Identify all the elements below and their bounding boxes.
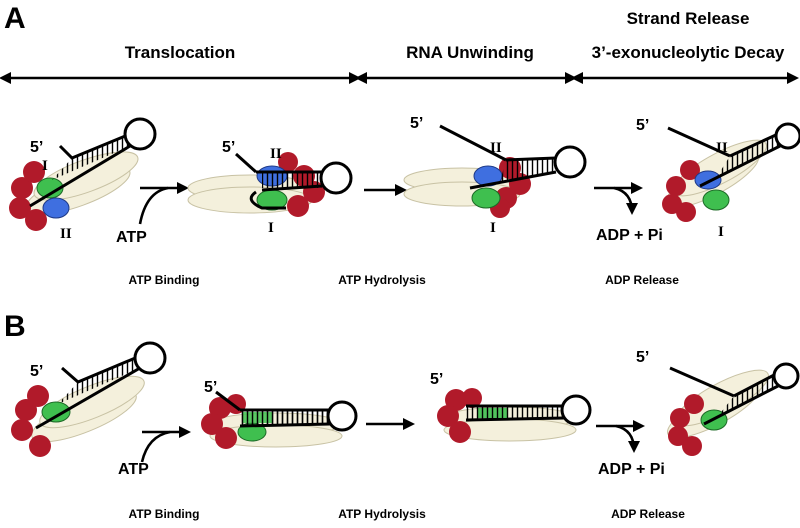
red-subunit xyxy=(449,421,471,443)
rna-hairpin-loop xyxy=(560,394,592,426)
green-domain xyxy=(471,187,501,209)
red-subunit xyxy=(201,413,223,435)
rna-hairpin-loop xyxy=(774,122,800,150)
rna-hairpin-loop xyxy=(319,161,353,195)
red-subunit xyxy=(462,388,482,408)
step-atp-binding: ATP Binding xyxy=(129,273,200,287)
end-label-5prime: 5’ xyxy=(430,371,443,388)
red-subunit xyxy=(666,176,686,196)
atp-label: ATP xyxy=(118,461,149,478)
domain-label-ii: II xyxy=(60,226,72,242)
adp-label: ADP + Pi xyxy=(596,227,663,244)
rna-duplex-stem xyxy=(58,356,140,404)
green-domain xyxy=(702,189,730,211)
step-atp-binding: ATP Binding xyxy=(129,507,200,521)
rna-3-strand xyxy=(469,170,557,190)
step-atp-hydrolysis: ATP Hydrolysis xyxy=(338,507,426,521)
adp-release-curve xyxy=(613,186,638,215)
rna-3-strand xyxy=(703,384,779,426)
rna-3-overhang xyxy=(249,190,286,210)
atp-label: ATP xyxy=(116,229,147,246)
red-subunit xyxy=(668,426,688,446)
red-subunit xyxy=(684,394,704,414)
end-label-5prime: 5’ xyxy=(204,379,217,396)
rna-3-strand xyxy=(35,366,141,430)
atp-join-curve xyxy=(138,186,169,225)
domain-label-i: I xyxy=(42,158,48,174)
adp-release-curve xyxy=(615,424,640,453)
domain-label-i: I xyxy=(268,220,274,236)
rna-hairpin-loop xyxy=(123,117,157,151)
red-subunit xyxy=(437,405,459,427)
blue-domain xyxy=(42,197,70,219)
phase-strand-release: Strand Release xyxy=(627,9,750,28)
panel-b-state-1: 5’ xyxy=(11,341,167,457)
step-adp-release: ADP Release xyxy=(605,273,679,287)
panel-a-state-3: 5’ II I xyxy=(403,115,587,236)
end-label-5prime: 5’ xyxy=(410,115,423,132)
domain-label-ii: II xyxy=(270,146,282,162)
panel-a-state-1: 5’ I II xyxy=(9,117,157,242)
rna-5-strand xyxy=(439,124,507,162)
red-subunit xyxy=(23,161,45,183)
rna-5-strand xyxy=(669,366,735,398)
panel-b-state-2: 5’ xyxy=(201,379,358,449)
end-label-5prime: 5’ xyxy=(30,139,43,156)
end-label-5prime: 5’ xyxy=(636,349,649,366)
rna-duplex-stem xyxy=(52,134,130,180)
red-subunit xyxy=(9,197,31,219)
phase-rna-unwinding: RNA Unwinding xyxy=(406,43,534,62)
rna-5-strand xyxy=(215,390,241,412)
red-subunit xyxy=(215,427,237,449)
rna-hairpin-loop xyxy=(772,362,800,390)
rna-duplex-stem xyxy=(466,406,564,419)
end-label-5prime: 5’ xyxy=(222,139,235,156)
end-label-5prime: 5’ xyxy=(30,363,43,380)
rna-duplex-stem xyxy=(262,172,322,188)
domain-label-ii: II xyxy=(716,140,728,156)
red-subunit xyxy=(25,209,47,231)
domain-label-i: I xyxy=(718,224,724,240)
red-subunit xyxy=(11,177,33,199)
atp-join-curve xyxy=(140,430,171,463)
red-subunit xyxy=(680,160,700,180)
panel-a-state-2: 5’ II I xyxy=(187,139,353,236)
blue-domain xyxy=(694,170,722,190)
end-label-5prime: 5’ xyxy=(636,117,649,134)
rna-3-strand xyxy=(29,144,131,208)
adp-label: ADP + Pi xyxy=(598,461,665,478)
red-subunit xyxy=(278,152,298,172)
green-domain xyxy=(41,401,71,423)
rna-5-strand xyxy=(667,126,731,158)
phase-decay: 3’-exonucleolytic Decay xyxy=(592,43,785,62)
panel-b-state-3: 5’ xyxy=(430,371,592,443)
panel-b-state-4: 5’ xyxy=(636,349,800,456)
panel-a-state-4: 5’ II I xyxy=(636,117,800,240)
panel-a-letter: A xyxy=(4,2,26,35)
domain-label-i: I xyxy=(490,220,496,236)
red-subunit xyxy=(676,202,696,222)
panel-b-letter: B xyxy=(4,310,26,343)
step-adp-release: ADP Release xyxy=(611,507,685,521)
rna-hairpin-loop xyxy=(553,145,587,179)
red-subunit xyxy=(29,435,51,457)
rna-hairpin-loop xyxy=(133,341,167,375)
rna-hairpin-loop xyxy=(326,400,358,432)
rna-duplex-stem-overlay xyxy=(240,410,330,425)
rna-5-strand xyxy=(234,152,258,174)
phase-translocation: Translocation xyxy=(125,43,236,62)
rna-duplex-stem xyxy=(716,134,780,178)
rna-duplex-stem xyxy=(500,158,556,182)
red-subunit xyxy=(27,385,49,407)
red-subunit xyxy=(682,436,702,456)
domain-label-ii: II xyxy=(490,140,502,156)
red-subunit xyxy=(11,419,33,441)
red-subunit xyxy=(670,408,690,428)
green-domain xyxy=(36,177,64,199)
rna-duplex-stem xyxy=(718,374,778,416)
step-atp-hydrolysis: ATP Hydrolysis xyxy=(338,273,426,287)
red-subunit xyxy=(287,195,309,217)
